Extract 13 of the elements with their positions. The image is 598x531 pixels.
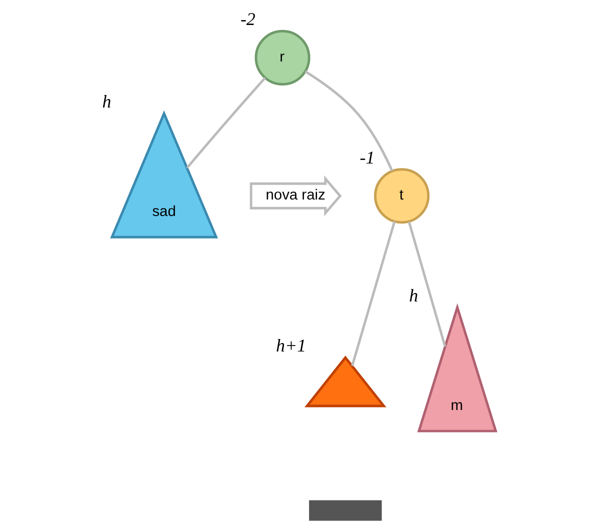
connector — [186, 77, 266, 169]
node-triangle — [304, 356, 386, 408]
node-circle: r — [254, 30, 310, 86]
node-label: h+1 — [276, 336, 306, 356]
node-bar — [309, 500, 382, 521]
connector — [408, 222, 446, 347]
connector — [351, 221, 396, 366]
node-label: -1 — [360, 147, 375, 168]
node-label: h — [102, 92, 112, 112]
node-circle: t — [374, 168, 430, 224]
node-label: -2 — [240, 9, 256, 30]
node-label: h — [409, 286, 418, 306]
connector — [304, 70, 394, 172]
